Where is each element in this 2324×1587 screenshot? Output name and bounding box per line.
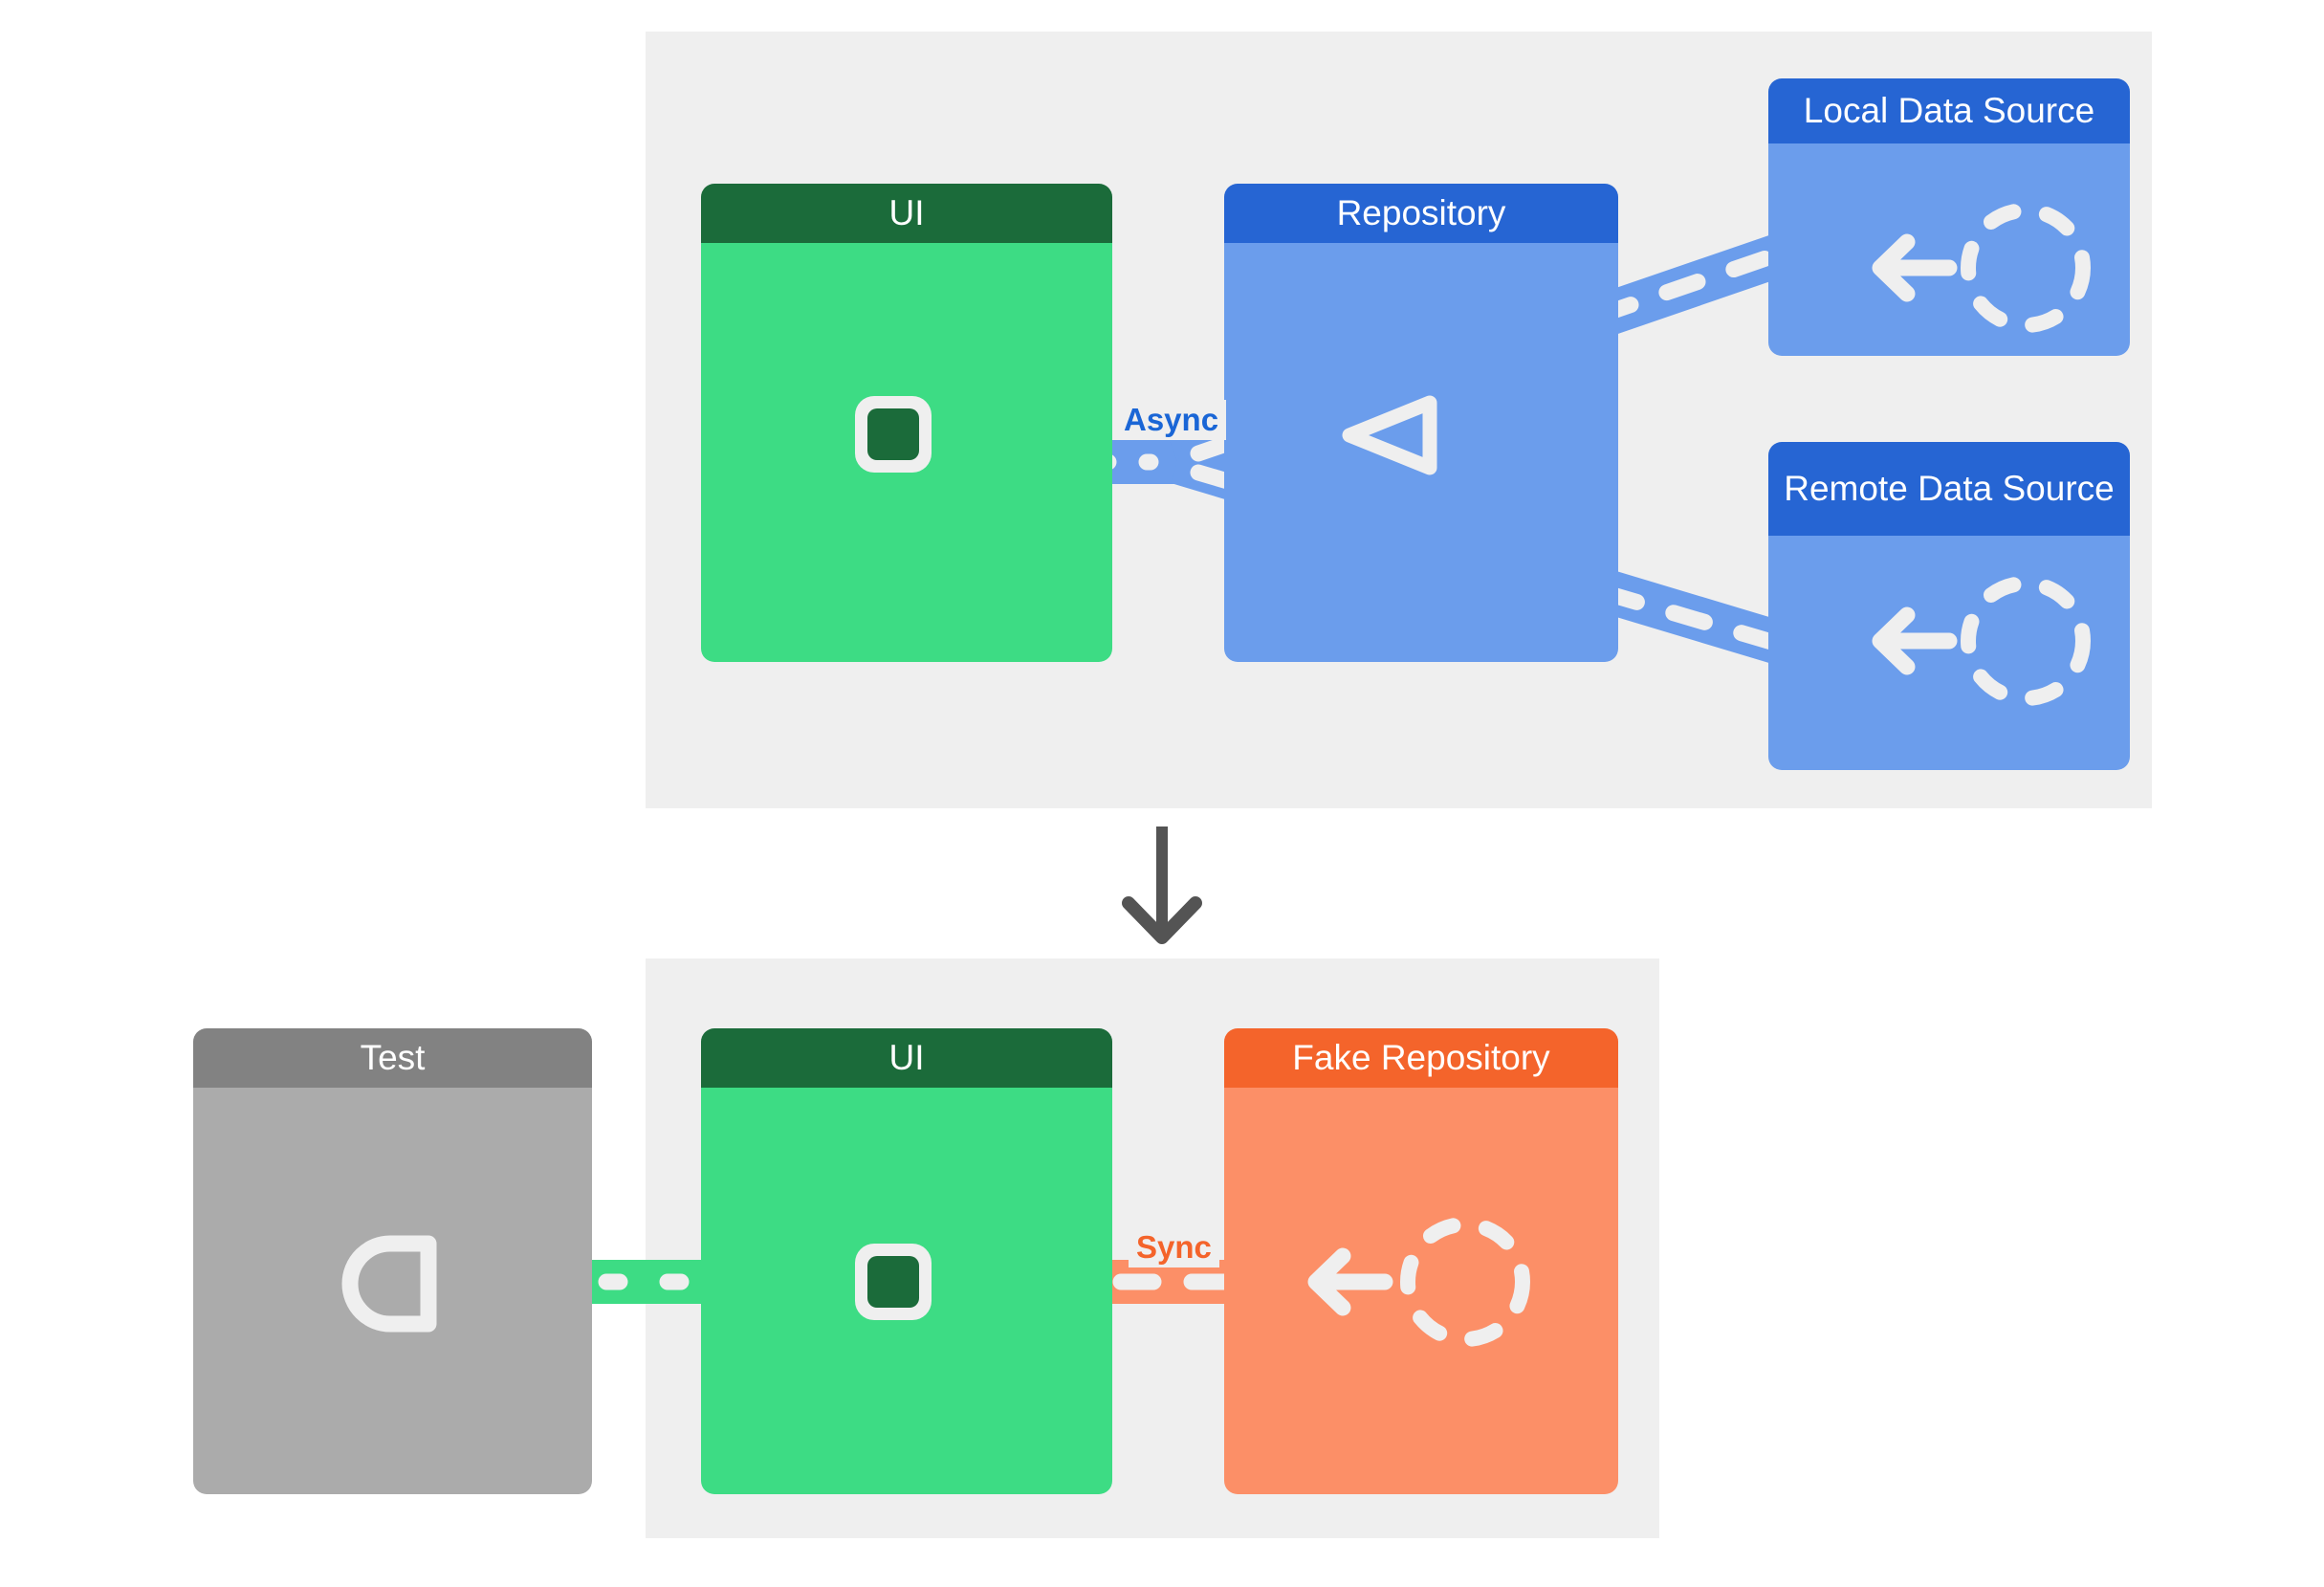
component-title: Remote Data Source	[1768, 442, 2130, 536]
component-ui-production[interactable]: UI	[701, 184, 1112, 662]
arrow-down-icon	[1119, 825, 1234, 949]
edge-label-async: Async	[1116, 400, 1227, 440]
arrow-left-icon	[1307, 1247, 1393, 1316]
component-body	[193, 1088, 592, 1494]
component-test[interactable]: Test	[193, 1028, 592, 1494]
required-interface-socket-icon	[341, 1235, 448, 1333]
component-title: Fake Repository	[1224, 1028, 1618, 1088]
provided-interface-square-icon	[851, 392, 935, 476]
edge-label-sync: Sync	[1129, 1227, 1219, 1267]
component-title: UI	[701, 184, 1112, 243]
component-body	[1768, 143, 2130, 356]
remote-data-source-glyph	[1808, 569, 2094, 713]
component-title: UI	[701, 1028, 1112, 1088]
dashed-circle-icon	[1961, 576, 2091, 706]
component-remote-data-source[interactable]: Remote Data Source	[1768, 442, 2130, 770]
component-local-data-source[interactable]: Local Data Source	[1768, 78, 2130, 356]
local-data-source-glyph	[1808, 196, 2094, 340]
component-body	[1768, 536, 2130, 770]
triangle-left-icon	[1338, 395, 1443, 475]
component-repository[interactable]: Repository	[1224, 184, 1618, 662]
arrow-left-icon	[1872, 233, 1958, 302]
component-fake-repository[interactable]: Fake Repository	[1224, 1028, 1618, 1494]
component-body	[1224, 1088, 1618, 1494]
dashed-circle-icon	[1961, 203, 2091, 333]
fake-repository-glyph	[1243, 1210, 1540, 1354]
provided-interface-square-icon	[851, 1240, 935, 1324]
component-title: Local Data Source	[1768, 78, 2130, 143]
component-title: Test	[193, 1028, 592, 1088]
dashed-circle-icon	[1400, 1217, 1530, 1347]
component-title: Repository	[1224, 184, 1618, 243]
component-body	[1224, 243, 1618, 662]
arrow-left-icon	[1872, 606, 1958, 675]
